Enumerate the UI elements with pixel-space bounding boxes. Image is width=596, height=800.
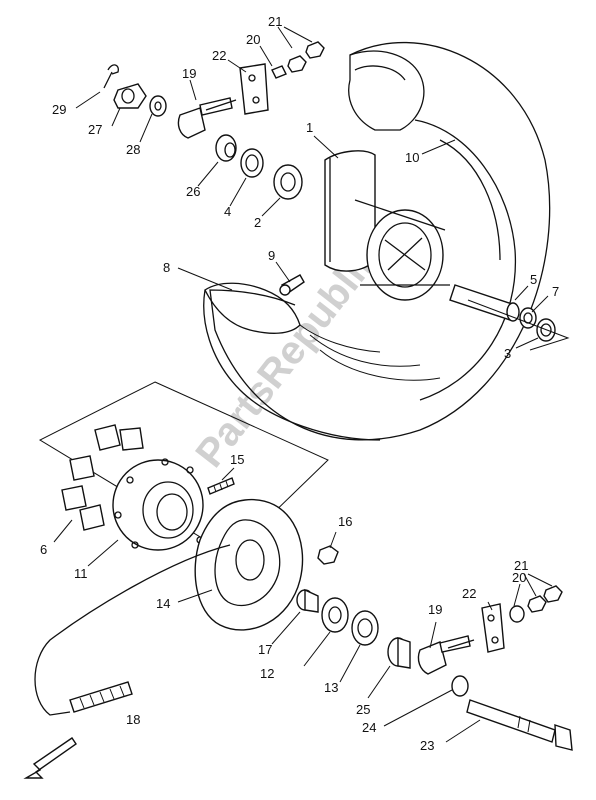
callout-27: 27 (88, 122, 102, 137)
damper-6 (61, 424, 144, 531)
callout-21a: 21 (268, 14, 282, 29)
callout-22b: 22 (462, 586, 476, 601)
tire (203, 41, 551, 441)
callout-3: 3 (504, 346, 511, 361)
bearing-12 (321, 597, 349, 633)
spacer-26 (215, 134, 237, 162)
callout-labels: 1 2 3 4 5 6 7 8 9 10 11 12 13 14 15 16 1… (40, 14, 559, 753)
cotter-pin (103, 64, 119, 89)
collar-25 (387, 637, 411, 669)
bracket-22b (481, 603, 505, 653)
clutch-hub-11 (112, 458, 204, 551)
callout-7: 7 (552, 284, 559, 299)
callout-10: 10 (405, 150, 419, 165)
wheel-hub (324, 150, 450, 301)
callout-11: 11 (74, 566, 88, 581)
callout-16: 16 (338, 514, 352, 529)
nut-21a-1 (287, 55, 307, 73)
bracket-22a (239, 63, 269, 115)
tire-valve (279, 274, 305, 296)
callout-12: 12 (260, 666, 274, 681)
chain-joint (69, 681, 133, 713)
axle-plane-line (467, 299, 570, 351)
washer-20a (271, 65, 287, 79)
oil-seal-13 (351, 610, 379, 646)
oil-seal-4 (240, 148, 264, 178)
callout-29: 29 (52, 102, 66, 117)
washer-24 (451, 675, 469, 697)
callout-21b: 21 (514, 558, 528, 573)
callout-25: 25 (356, 702, 370, 717)
drive-chain-loop (34, 544, 231, 716)
bearing-7 (519, 307, 537, 329)
callout-9: 9 (268, 248, 275, 263)
axle-23 (466, 699, 573, 751)
callout-6: 6 (40, 542, 47, 557)
callout-4: 4 (224, 204, 231, 219)
callout-23: 23 (420, 738, 434, 753)
bearing-2 (273, 164, 303, 200)
washer-20b (509, 605, 525, 623)
callout-2: 2 (254, 215, 261, 230)
nut-16 (317, 545, 339, 565)
callout-26: 26 (186, 184, 200, 199)
callout-19b: 19 (428, 602, 442, 617)
stud-bolt-15 (207, 477, 235, 495)
collar-17 (296, 588, 319, 613)
nut-21a-2 (305, 41, 325, 59)
callout-22a: 22 (212, 48, 226, 63)
callout-1: 1 (306, 120, 313, 135)
axle-nut-27 (113, 83, 147, 109)
leader-lines (53, 26, 553, 743)
sprocket (194, 499, 304, 631)
callout-17: 17 (258, 642, 272, 657)
chain-puller-19a (177, 97, 237, 139)
callout-15: 15 (230, 452, 244, 467)
chain-puller-19b (417, 635, 475, 675)
nut-21b-2 (543, 585, 563, 603)
callout-18: 18 (126, 712, 140, 727)
washer-28 (149, 95, 167, 117)
callout-13: 13 (324, 680, 338, 695)
callout-28: 28 (126, 142, 140, 157)
callout-14: 14 (156, 596, 170, 611)
callout-20b: 20 (512, 570, 526, 585)
callout-19a: 19 (182, 66, 196, 81)
callout-24: 24 (362, 720, 376, 735)
callout-8: 8 (163, 260, 170, 275)
front-direction-arrow-icon (23, 737, 77, 779)
callout-5: 5 (530, 272, 537, 287)
callout-20a: 20 (246, 32, 260, 47)
nut-21b-1 (527, 595, 547, 613)
